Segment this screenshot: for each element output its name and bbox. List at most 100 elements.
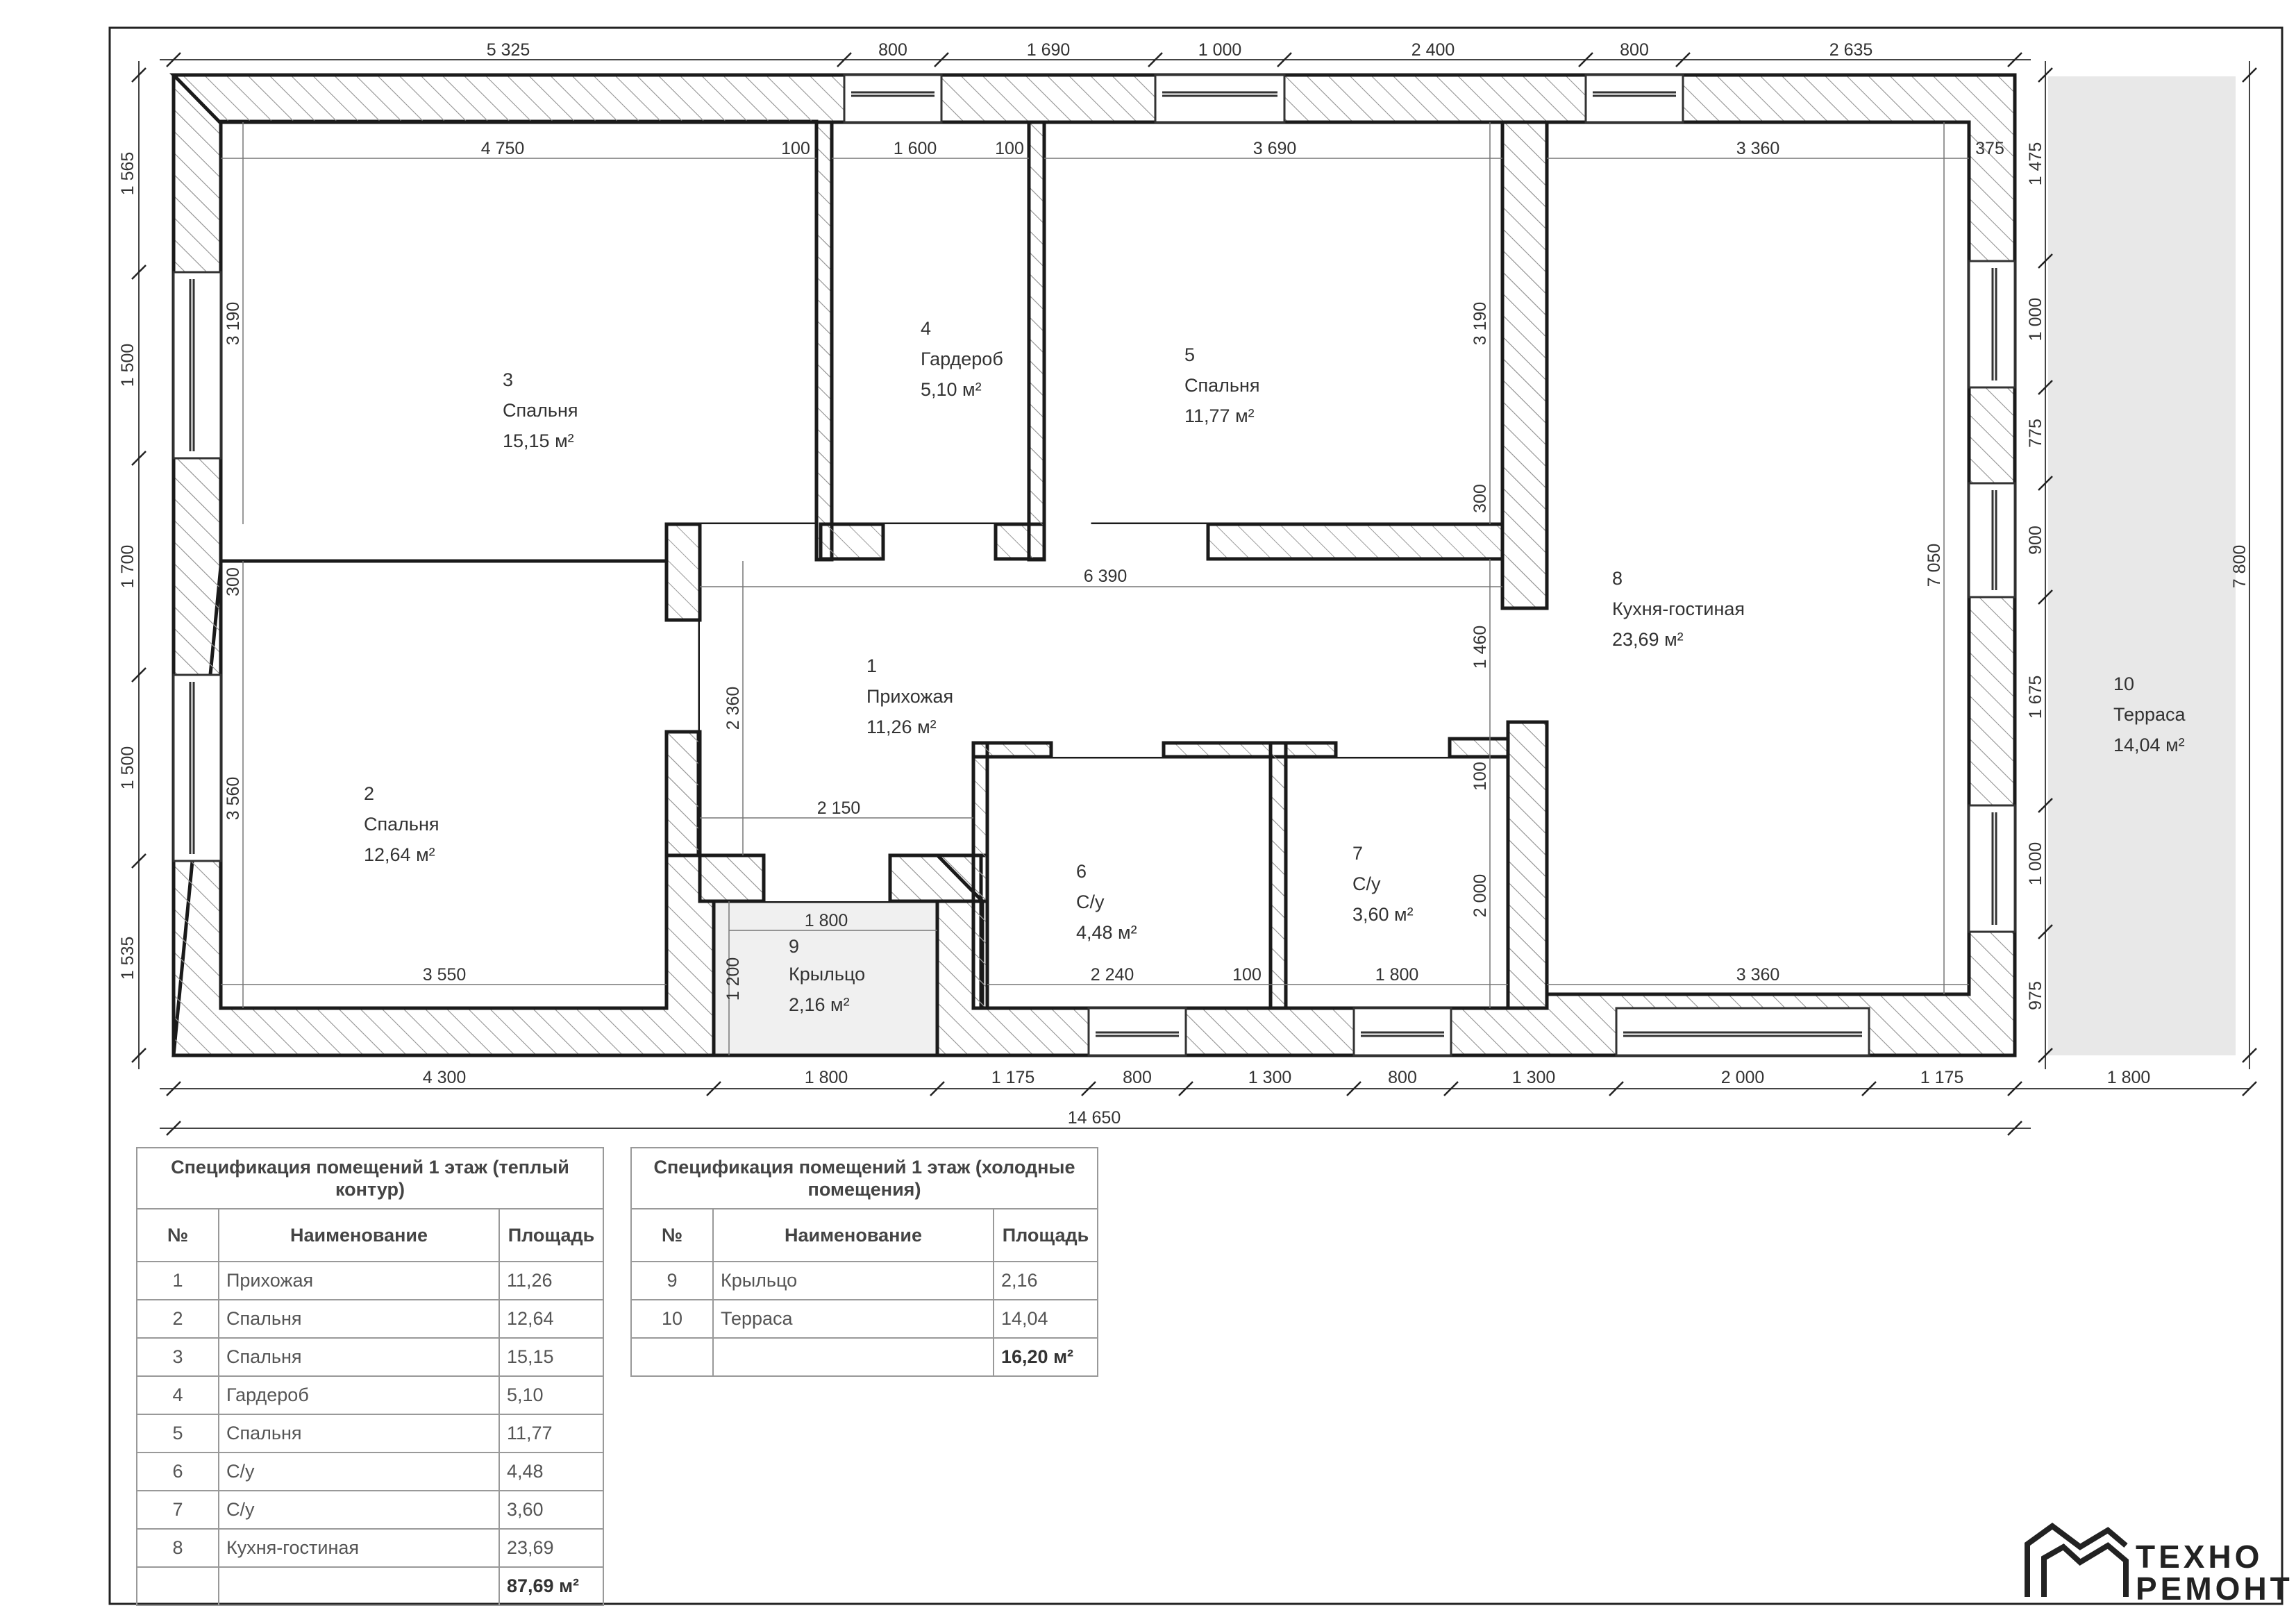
svg-text:100: 100 <box>1470 762 1490 791</box>
logo-house-icon <box>2025 1523 2129 1597</box>
spec-table-cold: Спецификация помещений 1 этаж (холодные … <box>630 1147 1098 1377</box>
windows <box>172 74 2016 1057</box>
svg-text:5,10 м²: 5,10 м² <box>921 379 982 400</box>
spec-table-warm: Спецификация помещений 1 этаж (теплый ко… <box>136 1147 604 1606</box>
svg-text:3 190: 3 190 <box>224 302 243 346</box>
window-left-1 <box>172 271 222 460</box>
dim-left-3: 1 700 <box>118 545 137 589</box>
dim-right-2: 1 000 <box>2026 298 2045 342</box>
dim-top-7: 2 635 <box>1829 40 1873 60</box>
window-top-3 <box>1584 74 1684 124</box>
svg-text:6: 6 <box>1076 861 1087 882</box>
svg-text:7 050: 7 050 <box>1925 544 1944 587</box>
svg-text:1 800: 1 800 <box>805 911 848 930</box>
svg-text:Гардероб: Гардероб <box>921 349 1003 369</box>
logo-line2: РЕМОНТ <box>2136 1571 2293 1607</box>
dim-bottom-6: 800 <box>1388 1068 1417 1087</box>
svg-text:3 360: 3 360 <box>1736 139 1780 158</box>
svg-text:4: 4 <box>921 318 931 339</box>
svg-text:Спальня: Спальня <box>364 814 439 835</box>
dim-top-2: 800 <box>878 40 907 60</box>
right-dimensions: 1 475 1 000 775 900 1 675 1 000 975 7 80… <box>2026 142 2249 1010</box>
table-warm-col-name: Наименование <box>218 1208 500 1262</box>
dim-right-3: 775 <box>2026 419 2045 448</box>
left-dimensions: 1 565 1 500 1 700 1 500 1 535 <box>118 152 137 980</box>
svg-text:С/у: С/у <box>1076 891 1105 912</box>
table-total-row: 87,69 м² <box>136 1566 604 1606</box>
svg-text:2 000: 2 000 <box>1470 874 1490 918</box>
svg-text:100: 100 <box>781 139 810 158</box>
svg-text:3 560: 3 560 <box>224 777 243 821</box>
svg-text:6 390: 6 390 <box>1084 567 1128 586</box>
svg-text:Прихожая: Прихожая <box>866 686 953 707</box>
window-top-2 <box>1154 74 1286 124</box>
window-left-2 <box>172 673 222 862</box>
table-total-row: 16,20 м² <box>630 1337 1098 1377</box>
dimension-ticks <box>131 52 2257 1136</box>
svg-text:3: 3 <box>503 369 513 390</box>
table-cold-title: Спецификация помещений 1 этаж (холодные … <box>630 1147 1098 1209</box>
dim-top-1: 5 325 <box>487 40 530 60</box>
hallway <box>700 524 1547 855</box>
sheet-frame <box>108 26 2284 1605</box>
dim-left-2: 1 500 <box>118 344 137 387</box>
svg-text:15,15 м²: 15,15 м² <box>503 430 574 451</box>
dim-top-3: 1 690 <box>1027 40 1071 60</box>
svg-text:11,26 м²: 11,26 м² <box>866 717 937 737</box>
company-logo: ТЕХНО РЕМОНТ <box>2025 1523 2293 1607</box>
dim-bottom-5: 1 300 <box>1248 1068 1292 1087</box>
bottom-dimensions: 4 300 1 800 1 175 800 1 300 800 1 300 2 … <box>423 1068 2151 1128</box>
svg-text:1 460: 1 460 <box>1470 626 1490 669</box>
dim-bottom-7: 1 300 <box>1512 1068 1556 1087</box>
table-warm-col-area: Площадь <box>498 1208 604 1262</box>
svg-text:7: 7 <box>1352 843 1363 864</box>
svg-text:300: 300 <box>224 567 243 596</box>
dim-total-width: 14 650 <box>1068 1108 1121 1128</box>
svg-text:2 240: 2 240 <box>1091 965 1134 985</box>
dim-top-5: 2 400 <box>1411 40 1455 60</box>
table-cold-col-num: № <box>630 1208 714 1262</box>
svg-text:3 190: 3 190 <box>1470 302 1490 346</box>
svg-text:2 360: 2 360 <box>723 687 743 730</box>
svg-text:10: 10 <box>2113 673 2134 694</box>
svg-text:1 800: 1 800 <box>1375 965 1419 985</box>
svg-text:11,77 м²: 11,77 м² <box>1184 405 1255 426</box>
dim-bottom-10: 1 800 <box>2107 1068 2151 1087</box>
dim-bottom-1: 4 300 <box>423 1068 467 1087</box>
svg-text:4,48 м²: 4,48 м² <box>1076 922 1137 943</box>
room-7-label: 7С/у3,60 м² <box>1352 843 1414 925</box>
dim-bottom-9: 1 175 <box>1920 1068 1964 1087</box>
svg-text:4 750: 4 750 <box>481 139 525 158</box>
svg-text:3 550: 3 550 <box>423 965 467 985</box>
svg-text:375: 375 <box>1975 139 2004 158</box>
terrace-area <box>2048 76 2236 1055</box>
svg-text:12,64 м²: 12,64 м² <box>364 844 435 865</box>
svg-text:1 600: 1 600 <box>894 139 937 158</box>
dim-top-6: 800 <box>1620 40 1649 60</box>
room-interiors <box>219 120 1971 1010</box>
svg-text:5: 5 <box>1184 344 1195 365</box>
svg-text:Спальня: Спальня <box>503 400 578 421</box>
svg-text:8: 8 <box>1612 568 1623 589</box>
top-dimensions: 5 325 800 1 690 1 000 2 400 800 2 635 <box>487 40 1873 60</box>
inner-dimensions: 4 750 100 1 600 100 3 690 3 360 375 3 19… <box>224 139 2004 1001</box>
dim-right-5: 1 675 <box>2026 676 2045 719</box>
svg-text:3,60 м²: 3,60 м² <box>1352 904 1414 925</box>
dim-right-1: 1 475 <box>2026 142 2045 186</box>
svg-text:3 690: 3 690 <box>1253 139 1297 158</box>
svg-text:1 200: 1 200 <box>723 957 743 1001</box>
logo-line1: ТЕХНО <box>2136 1539 2263 1575</box>
dim-bottom-4: 800 <box>1123 1068 1152 1087</box>
dim-right-6: 1 000 <box>2026 842 2045 886</box>
